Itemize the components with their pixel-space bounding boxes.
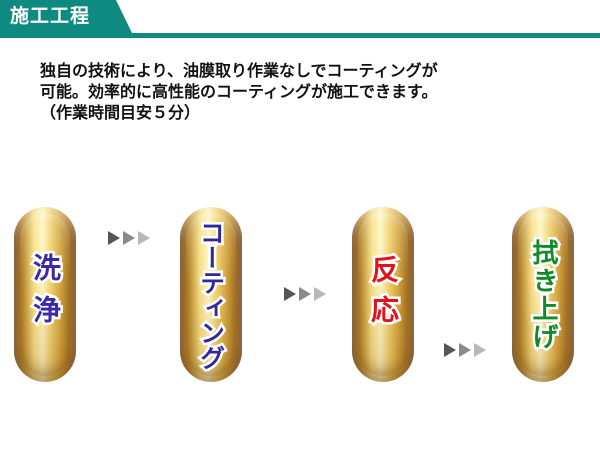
description-line: 独自の技術により、油膜取り作業なしでコーティングが	[40, 61, 438, 80]
arrow-2	[284, 287, 326, 303]
step-coating-capsule: コーティング	[180, 207, 242, 382]
step-wash-capsule: 洗浄	[14, 207, 76, 382]
chevron-right-icon	[138, 231, 150, 245]
chevron-right-icon	[459, 343, 471, 357]
description-line: （作業時間目安５分）	[40, 103, 201, 122]
step-wipe-capsule: 拭き上げ	[512, 207, 574, 382]
section-title: 施工工程	[10, 5, 91, 27]
chevron-right-icon	[314, 287, 326, 301]
header-tab	[0, 0, 132, 33]
chevron-right-icon	[108, 231, 120, 245]
step-coating-label: コーティング	[194, 217, 228, 372]
chevron-right-icon	[123, 231, 135, 245]
description-line: 可能。効率的に高性能のコーティングが施工できます。	[40, 82, 438, 101]
chevron-right-icon	[299, 287, 311, 301]
description-text: 独自の技術により、油膜取り作業なしでコーティングが 可能。効率的に高性能のコーテ…	[40, 60, 580, 123]
arrow-3	[444, 343, 486, 359]
step-reaction-label: 反応	[365, 252, 403, 337]
chevron-right-icon	[284, 287, 296, 301]
step-reaction-capsule: 反応	[352, 207, 414, 382]
chevron-right-icon	[444, 343, 456, 357]
arrow-1	[108, 231, 150, 247]
step-wipe-label: 拭き上げ	[526, 236, 561, 353]
header-underline	[0, 33, 600, 38]
chevron-right-icon	[474, 343, 486, 357]
section-header: 施工工程	[0, 0, 600, 40]
step-wash-label: 洗浄	[27, 250, 65, 339]
